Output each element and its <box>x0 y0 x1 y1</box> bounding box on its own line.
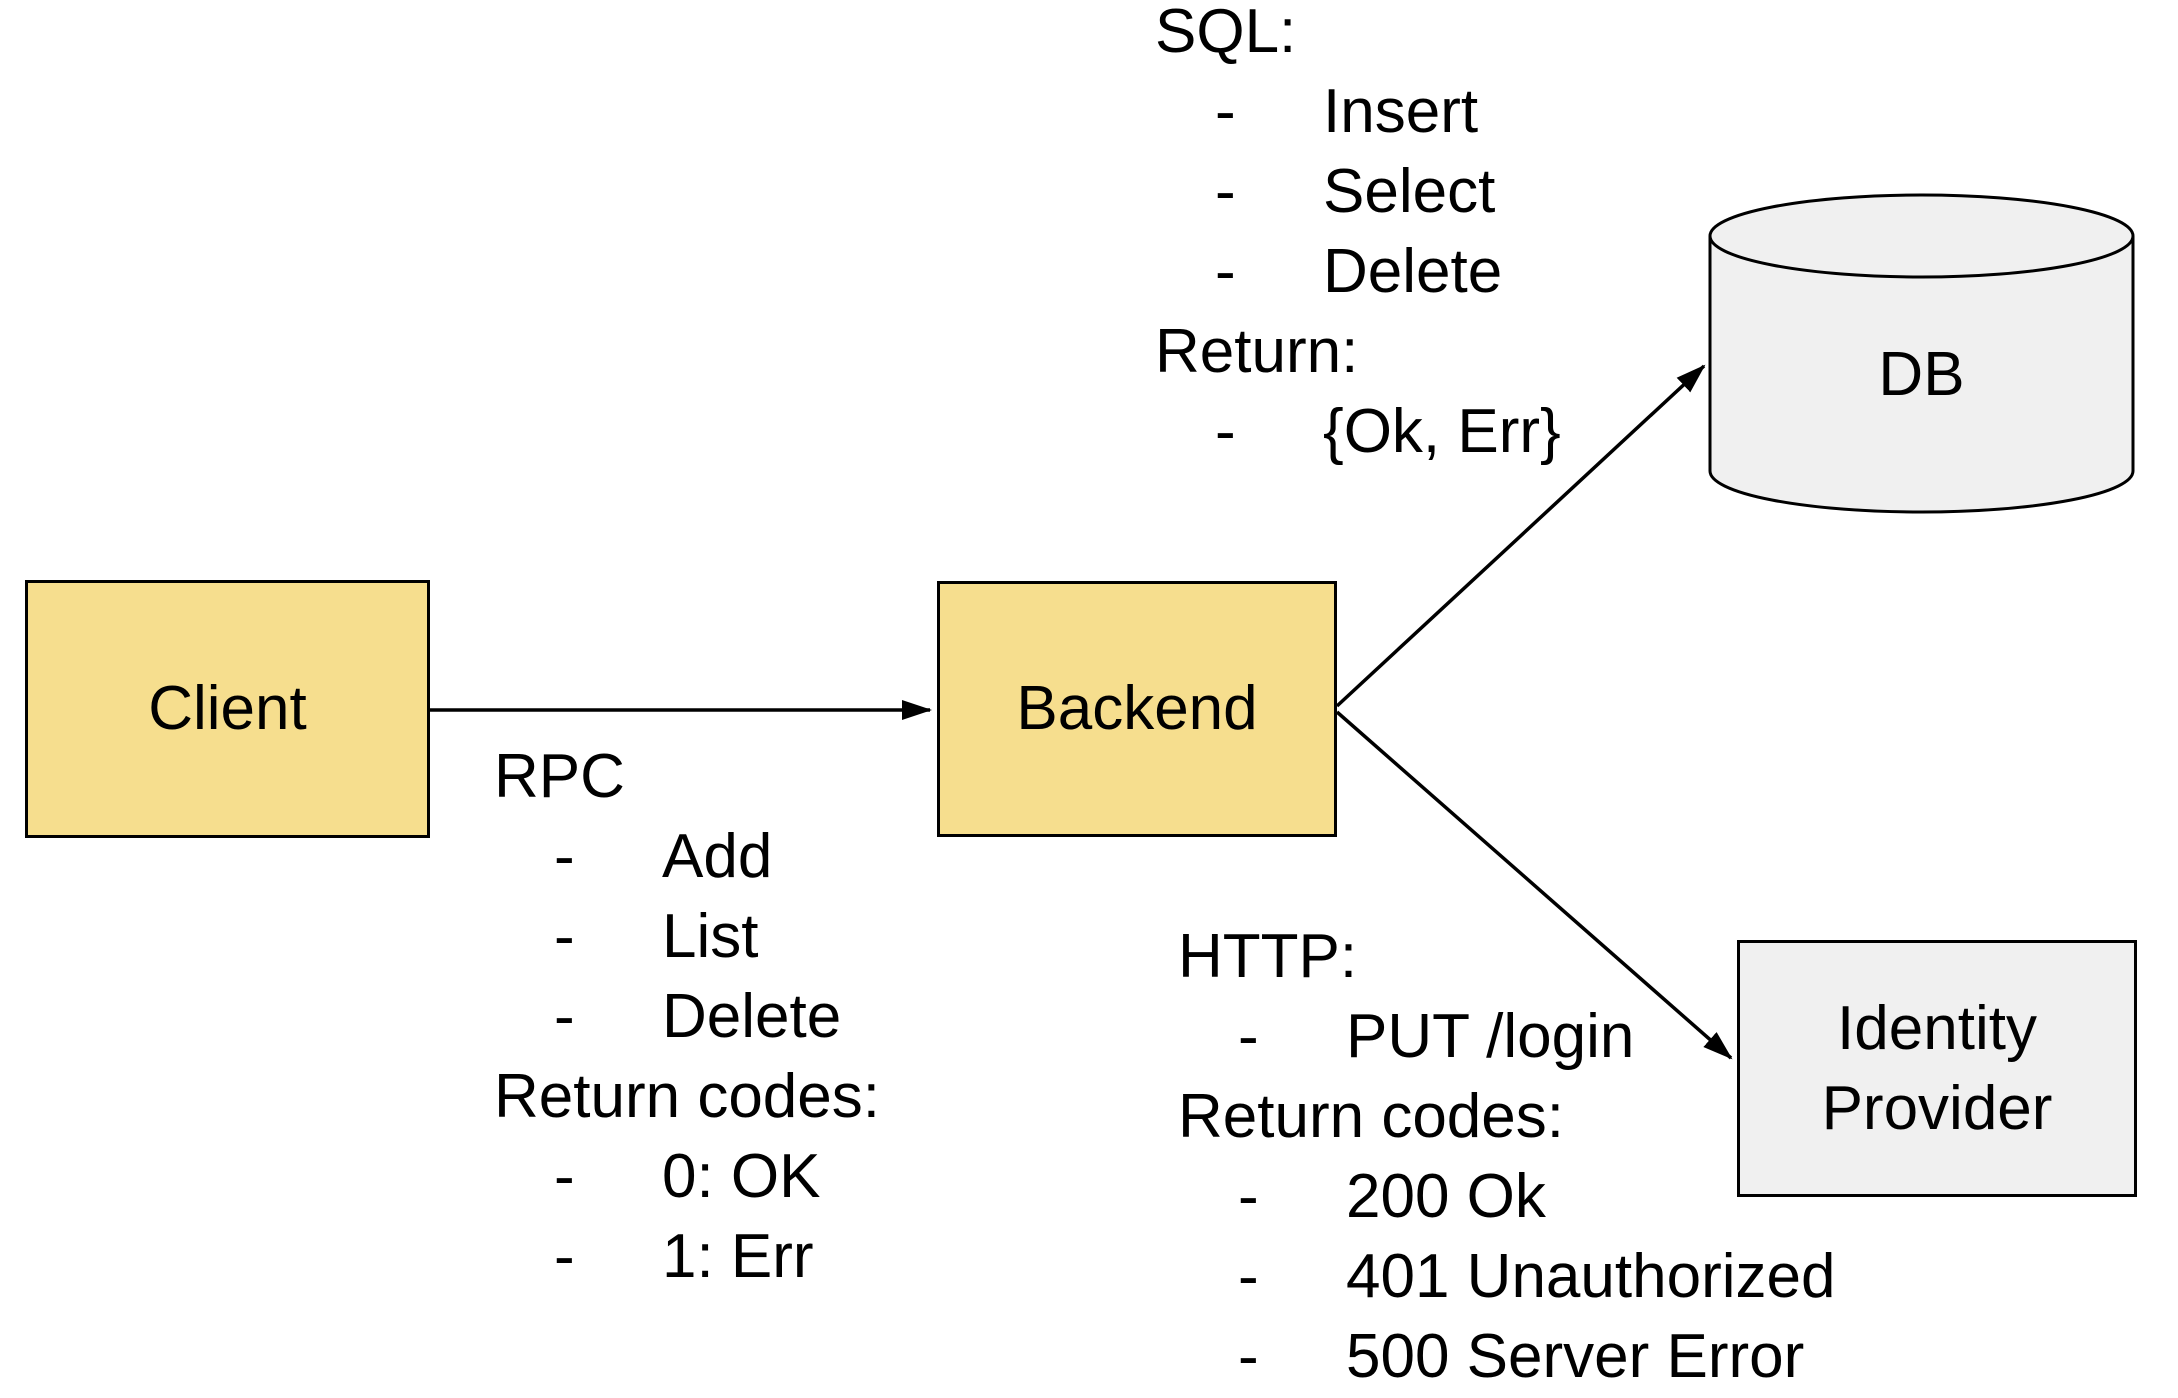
annotation-line-text: {Ok, Err} <box>1323 397 1561 466</box>
annotation-line-text: Return codes: <box>1178 1082 1564 1151</box>
annotation-line-text: 1: Err <box>662 1222 814 1291</box>
bullet-dash: - <box>1238 1162 1259 1231</box>
annotation-line-text: 500 Server Error <box>1346 1322 1805 1391</box>
annotation-line-text: 0: OK <box>662 1142 821 1211</box>
node-db-label: DB <box>1878 339 1965 409</box>
annotation-line-text: List <box>662 902 759 971</box>
node-identity-provider-label: Identity Provider <box>1821 993 2053 1143</box>
annotation-line-text: RPC <box>494 742 625 811</box>
annotation-line-text: 200 Ok <box>1346 1162 1546 1231</box>
node-client: Client <box>25 580 430 838</box>
bullet-dash: - <box>554 822 575 891</box>
annotation-line-text: Select <box>1323 157 1496 226</box>
annotation-line-text: Return codes: <box>494 1062 880 1131</box>
node-backend-label: Backend <box>1016 674 1258 743</box>
bullet-dash: - <box>1238 1242 1259 1311</box>
bullet-dash: - <box>1215 397 1236 466</box>
annotation-line-text: 401 Unauthorized <box>1346 1242 1836 1311</box>
annotation-line-text: Delete <box>662 982 842 1051</box>
bullet-dash: - <box>1238 1322 1259 1391</box>
annotation-line-text: HTTP: <box>1178 922 1358 991</box>
node-backend: Backend <box>937 581 1337 837</box>
bullet-dash: - <box>554 982 575 1051</box>
node-db: DB <box>1707 192 2136 515</box>
annotation-line-text: Delete <box>1323 237 1503 306</box>
bullet-dash: - <box>1215 237 1236 306</box>
node-identity-provider: Identity Provider <box>1737 940 2137 1197</box>
annotation-line-text: SQL: <box>1155 0 1297 66</box>
bullet-dash: - <box>1215 77 1236 146</box>
annotation-line-text: Add <box>662 822 773 891</box>
node-client-label: Client <box>148 674 307 743</box>
bullet-dash: - <box>1215 157 1236 226</box>
bullet-dash: - <box>1238 1002 1259 1071</box>
annotation-line-text: PUT /login <box>1346 1002 1635 1071</box>
bullet-dash: - <box>554 1142 575 1211</box>
bullet-dash: - <box>554 902 575 971</box>
annotation-line-text: Insert <box>1323 77 1479 146</box>
annotation-line-text: Return: <box>1155 317 1359 386</box>
db-cylinder-icon <box>1708 193 2135 514</box>
bullet-dash: - <box>554 1222 575 1291</box>
